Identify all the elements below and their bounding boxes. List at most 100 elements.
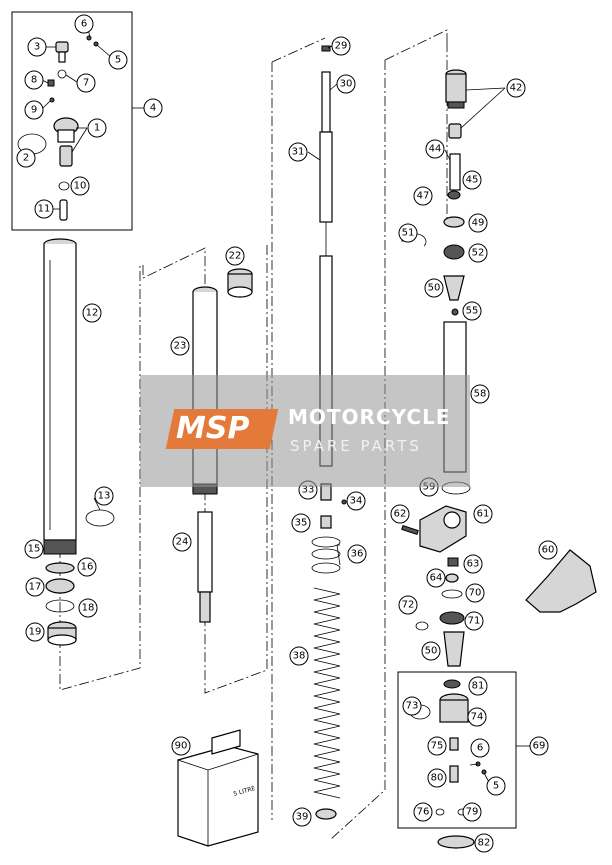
svg-text:5: 5 <box>493 781 499 792</box>
part-42-top-cap <box>445 69 467 109</box>
part-55-ball <box>451 308 459 316</box>
part-9-ball <box>49 97 55 103</box>
kit-box-4 <box>11 11 133 231</box>
svg-text:63: 63 <box>467 559 480 570</box>
callout-10: 10 <box>70 176 90 196</box>
part-62-bolt <box>401 524 419 536</box>
svg-text:49: 49 <box>472 218 485 229</box>
svg-text:11: 11 <box>38 204 51 215</box>
svg-text:76: 76 <box>417 807 430 818</box>
svg-text:79: 79 <box>466 807 479 818</box>
callout-36: 36 <box>347 544 367 564</box>
svg-text:8: 8 <box>31 75 37 86</box>
svg-text:81: 81 <box>472 681 485 692</box>
part-72-oring <box>415 621 429 631</box>
svg-text:71: 71 <box>468 616 481 627</box>
part-11-bolt <box>59 199 68 221</box>
svg-text:23: 23 <box>174 341 187 352</box>
part-82-cap <box>437 835 475 849</box>
part-38-spring <box>313 587 341 799</box>
svg-text:35: 35 <box>295 518 308 529</box>
svg-text:51: 51 <box>402 228 415 239</box>
callout-5: 5 <box>108 50 128 70</box>
callout-80: 80 <box>427 768 447 788</box>
callout-7: 7 <box>76 73 96 93</box>
callout-44: 44 <box>425 139 445 159</box>
callout-45: 45 <box>462 170 482 190</box>
callout-81: 81 <box>468 676 488 696</box>
svg-text:64: 64 <box>430 573 443 584</box>
svg-text:59: 59 <box>423 482 436 493</box>
svg-text:74: 74 <box>471 712 484 723</box>
svg-text:16: 16 <box>81 562 94 573</box>
callout-12: 12 <box>82 303 102 323</box>
svg-text:17: 17 <box>29 582 42 593</box>
svg-text:34: 34 <box>350 496 363 507</box>
callout-11: 11 <box>34 199 54 219</box>
part-36-washers <box>311 536 341 574</box>
part-74-base-valve <box>439 693 469 723</box>
svg-text:5: 5 <box>115 55 121 66</box>
callout-13: 13 <box>94 486 114 506</box>
part-70-washer <box>441 589 463 599</box>
part-19-dust-seal <box>47 621 77 646</box>
part-35-valve <box>320 515 332 529</box>
svg-text:60: 60 <box>542 545 555 556</box>
svg-text:13: 13 <box>98 491 111 502</box>
callout-22: 22 <box>225 246 245 266</box>
callout-39: 39 <box>292 807 312 827</box>
svg-text:42: 42 <box>510 83 523 94</box>
part-6-ball <box>86 35 92 41</box>
part-3-adjuster-knob <box>55 41 69 63</box>
svg-text:39: 39 <box>296 812 309 823</box>
svg-text:62: 62 <box>394 509 407 520</box>
svg-text:73: 73 <box>406 701 419 712</box>
svg-text:38: 38 <box>293 651 306 662</box>
callout-18: 18 <box>78 598 98 618</box>
part-30-rod-top <box>321 71 331 133</box>
svg-text:82: 82 <box>478 838 491 849</box>
part-24-axle-foot <box>197 511 213 623</box>
part-15-seal-ring <box>43 539 77 555</box>
svg-text:15: 15 <box>28 544 41 555</box>
part-39-washer <box>315 808 337 820</box>
svg-text:29: 29 <box>335 41 348 52</box>
part-1-fork-cap <box>53 117 79 167</box>
part-44-bushing <box>448 123 462 139</box>
callout-42: 42 <box>506 78 526 98</box>
part-8-screw <box>47 79 55 87</box>
callout-82: 82 <box>474 833 494 853</box>
callout-5b: 5 <box>486 776 506 796</box>
svg-text:90: 90 <box>175 741 188 752</box>
callout-75: 75 <box>427 736 447 756</box>
svg-text:50: 50 <box>428 283 441 294</box>
svg-text:30: 30 <box>340 79 353 90</box>
svg-text:1: 1 <box>94 123 100 134</box>
svg-text:36: 36 <box>351 549 364 560</box>
callout-50: 50 <box>424 278 444 298</box>
part-34-ball <box>341 499 347 505</box>
callout-79: 79 <box>462 802 482 822</box>
svg-text:80: 80 <box>431 773 444 784</box>
svg-text:69: 69 <box>533 741 546 752</box>
callout-60: 60 <box>538 540 558 560</box>
svg-text:22: 22 <box>229 251 242 262</box>
part-10-oring <box>58 181 70 191</box>
callout-8: 8 <box>24 70 44 90</box>
svg-text:4: 4 <box>150 103 156 114</box>
svg-text:9: 9 <box>31 105 37 116</box>
callout-73: 73 <box>402 696 422 716</box>
part-90-oil-can: 5 LITRE <box>177 729 259 847</box>
part-13-clip <box>85 509 115 527</box>
part-80-adjuster <box>449 765 459 783</box>
svg-text:24: 24 <box>176 537 189 548</box>
callout-70: 70 <box>465 583 485 603</box>
callout-47: 47 <box>413 186 433 206</box>
callout-64: 64 <box>426 568 446 588</box>
svg-text:12: 12 <box>86 308 99 319</box>
callout-76: 76 <box>413 802 433 822</box>
callout-31: 31 <box>288 142 308 162</box>
watermark-logo-text: MSP <box>176 411 250 446</box>
callout-30: 30 <box>336 74 356 94</box>
svg-text:10: 10 <box>74 181 87 192</box>
